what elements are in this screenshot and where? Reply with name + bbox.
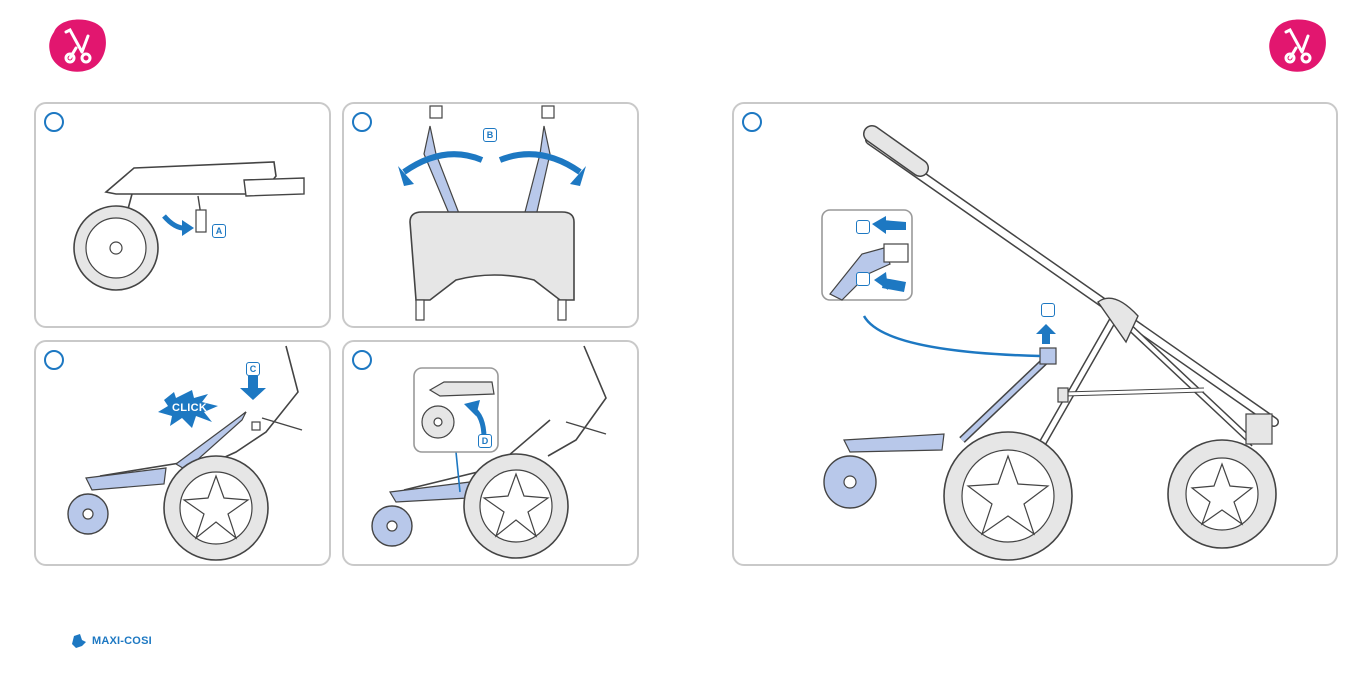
step-4-panel: D	[342, 340, 639, 566]
stroller-with-board-illustration	[734, 104, 1338, 566]
step-3-panel: C CLICK	[34, 340, 331, 566]
step-5-bottom-release-box	[856, 272, 870, 286]
rotate-wheel-illustration	[344, 342, 639, 566]
step-5-lift-box	[1041, 303, 1055, 317]
attach-to-frame-illustration	[36, 342, 331, 566]
brand-logo-text: MAXI-COSI	[92, 635, 152, 647]
step-2-panel: B	[342, 102, 639, 328]
stroller-badge-right	[1266, 14, 1328, 76]
board-underside-illustration	[36, 104, 331, 328]
step-5-panel	[732, 102, 1338, 566]
brand-logo: MAXI-COSI	[70, 632, 152, 650]
step-1-label: A	[212, 224, 226, 238]
step-4-label: D	[478, 434, 492, 448]
maxi-cosi-logo-icon	[70, 632, 88, 650]
step-5-top-release-box	[856, 220, 870, 234]
click-burst-text: CLICK	[172, 402, 207, 414]
step-1-panel: A	[34, 102, 331, 328]
step-2-label: B	[483, 128, 497, 142]
step-3-label: C	[246, 362, 260, 376]
stroller-badge-left	[46, 14, 108, 76]
